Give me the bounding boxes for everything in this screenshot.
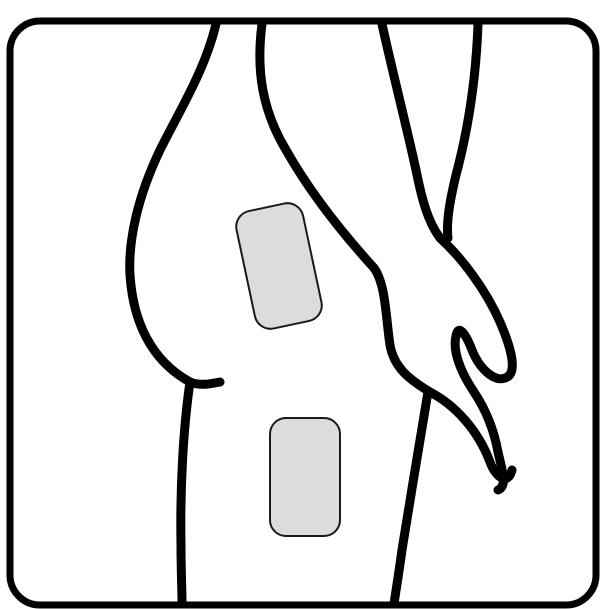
electrode-pad-thigh xyxy=(270,418,340,536)
